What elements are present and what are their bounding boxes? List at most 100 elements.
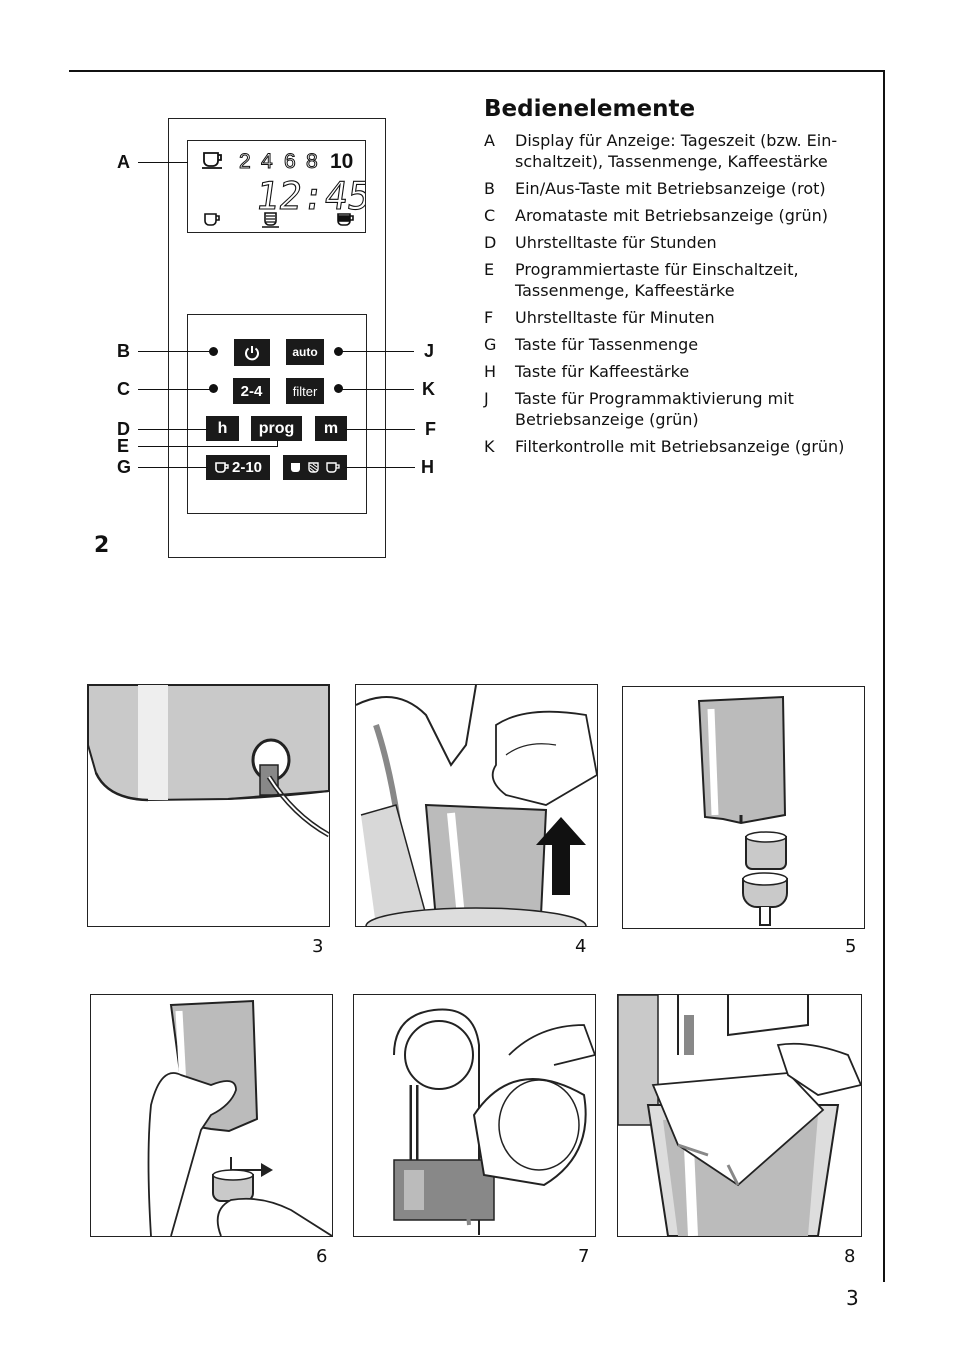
keypad-panel [187,314,367,514]
legend-item: E Programmiertaste für Einschaltzeit, Tas… [484,259,874,301]
legend-key: E [484,260,495,279]
callout-c: C [117,379,130,399]
legend-title: Bedienelemente [484,96,696,122]
callout-f: F [425,419,436,439]
figure-3-number: 3 [312,936,324,957]
legend-text: Display für Anzeige: Tageszeit (bzw. Ein… [515,131,838,171]
figure-6-hand-filter [90,994,333,1237]
figure-8-paper-filter [617,994,862,1237]
legend-key: D [484,233,497,252]
legend-text: Programmiertaste für Einschaltzeit, Tass… [515,260,799,300]
leader-line-a [138,162,188,164]
legend-item: D Uhrstelltaste für Stunden [484,232,874,253]
power-button[interactable] [234,339,270,366]
medium-strength-icon [262,212,279,228]
mild-strength-icon [204,213,220,226]
minutes-button[interactable]: m [315,416,347,441]
callout-k: K [422,379,435,399]
leader-line-f [345,429,415,431]
leader-line-e [138,446,278,448]
legend-text: Uhrstelltaste für Minuten [515,308,715,327]
auto-button[interactable]: auto [286,339,324,365]
strong-strength-icon [337,213,354,226]
legend-key: A [484,131,495,150]
leader-line-d [138,429,208,431]
cups-button-label: 2-10 [231,459,263,476]
figure-8-number: 8 [844,1246,856,1267]
legend-item: F Uhrstelltaste für Minuten [484,307,874,328]
filter-led [334,384,343,393]
legend-item: G Taste für Tassenmenge [484,334,874,355]
hours-button[interactable]: h [206,416,239,441]
cup-count-4: 4 [261,150,273,173]
lcd-content: 2 4 6 8 10 12:45 [202,150,374,228]
legend-key: J [484,389,489,408]
figure-7-fill-water [353,994,596,1237]
cup-count-8: 8 [306,150,318,173]
figure-6-number: 6 [316,1246,328,1267]
callout-j: J [424,341,435,361]
right-rule [883,70,885,1282]
legend-text: Taste für Kaffeestärke [515,362,690,381]
legend-key: K [484,437,495,456]
page-number: 3 [846,1286,859,1310]
legend-text: Taste für Programmaktivierung mit Betrie… [515,389,794,429]
legend-text: Aromataste mit Betriebsanzeige (grün) [515,206,829,225]
cup-count-2: 2 [239,150,251,173]
cups-button[interactable]: 2-10 [206,455,270,480]
leader-line-b [138,351,212,353]
legend-text: Ein/Aus-Taste mit Betriebsanzeige (rot) [515,179,826,198]
leader-line-e-tick [277,440,279,447]
power-led [209,347,218,356]
callout-a: A [117,152,130,172]
filter-button[interactable]: filter [286,378,324,404]
legend-key: F [484,308,494,327]
legend-item: C Aromataste mit Betriebsanzeige (grün) [484,205,874,226]
callout-b: B [117,341,130,361]
figure-2-number: 2 [94,533,110,558]
leader-line-j [340,351,414,353]
legend-list: A Display für Anzeige: Tageszeit (bzw. Ei… [484,130,874,463]
figure-5-number: 5 [845,936,857,957]
callout-h: H [421,457,434,477]
power-icon [245,345,259,360]
callout-g: G [117,457,132,477]
top-rule [69,70,885,72]
aroma-button[interactable]: 2-4 [233,378,270,404]
auto-led [334,347,343,356]
legend-item: A Display für Anzeige: Tageszeit (bzw. Ei… [484,130,874,172]
time-readout: 12:45 [253,175,365,219]
legend-key: G [484,335,497,354]
prog-button[interactable]: prog [251,416,302,441]
figure-3-power-cord [87,684,330,927]
cup-count-6: 6 [284,150,296,173]
aroma-led [209,384,218,393]
control-panel-outline [168,118,386,558]
strength-icons [291,462,340,473]
legend-item: J Taste für Programmaktivierung mit Betri… [484,388,874,430]
figure-5-filter-parts [622,686,865,929]
legend-text: Uhrstelltaste für Stunden [515,233,717,252]
legend-key: H [484,362,497,381]
cup-count-10: 10 [330,150,353,173]
legend-text: Taste für Tassenmenge [515,335,699,354]
legend-key: C [484,206,496,225]
figure-4-insert-filter [355,684,598,927]
legend-item: K Filterkontrolle mit Betriebsanzeige (gr… [484,436,874,457]
lcd-display: 2 4 6 8 10 12:45 [187,140,374,233]
legend-item: H Taste für Kaffeestärke [484,361,874,382]
strength-button[interactable] [283,455,347,480]
leader-line-c [138,389,212,391]
legend-text: Filterkontrolle mit Betriebsanzeige (grü… [515,437,845,456]
cup-icon [215,462,229,473]
callout-e: E [117,436,130,456]
leader-line-h [345,467,415,469]
figure-7-number: 7 [578,1246,590,1267]
callout-d: D [117,419,130,439]
figure-4-number: 4 [575,936,587,957]
legend-item: B Ein/Aus-Taste mit Betriebsanzeige (rot) [484,178,874,199]
cup-icon [202,152,222,169]
legend-key: B [484,179,495,198]
leader-line-g [138,467,208,469]
leader-line-k [340,389,414,391]
